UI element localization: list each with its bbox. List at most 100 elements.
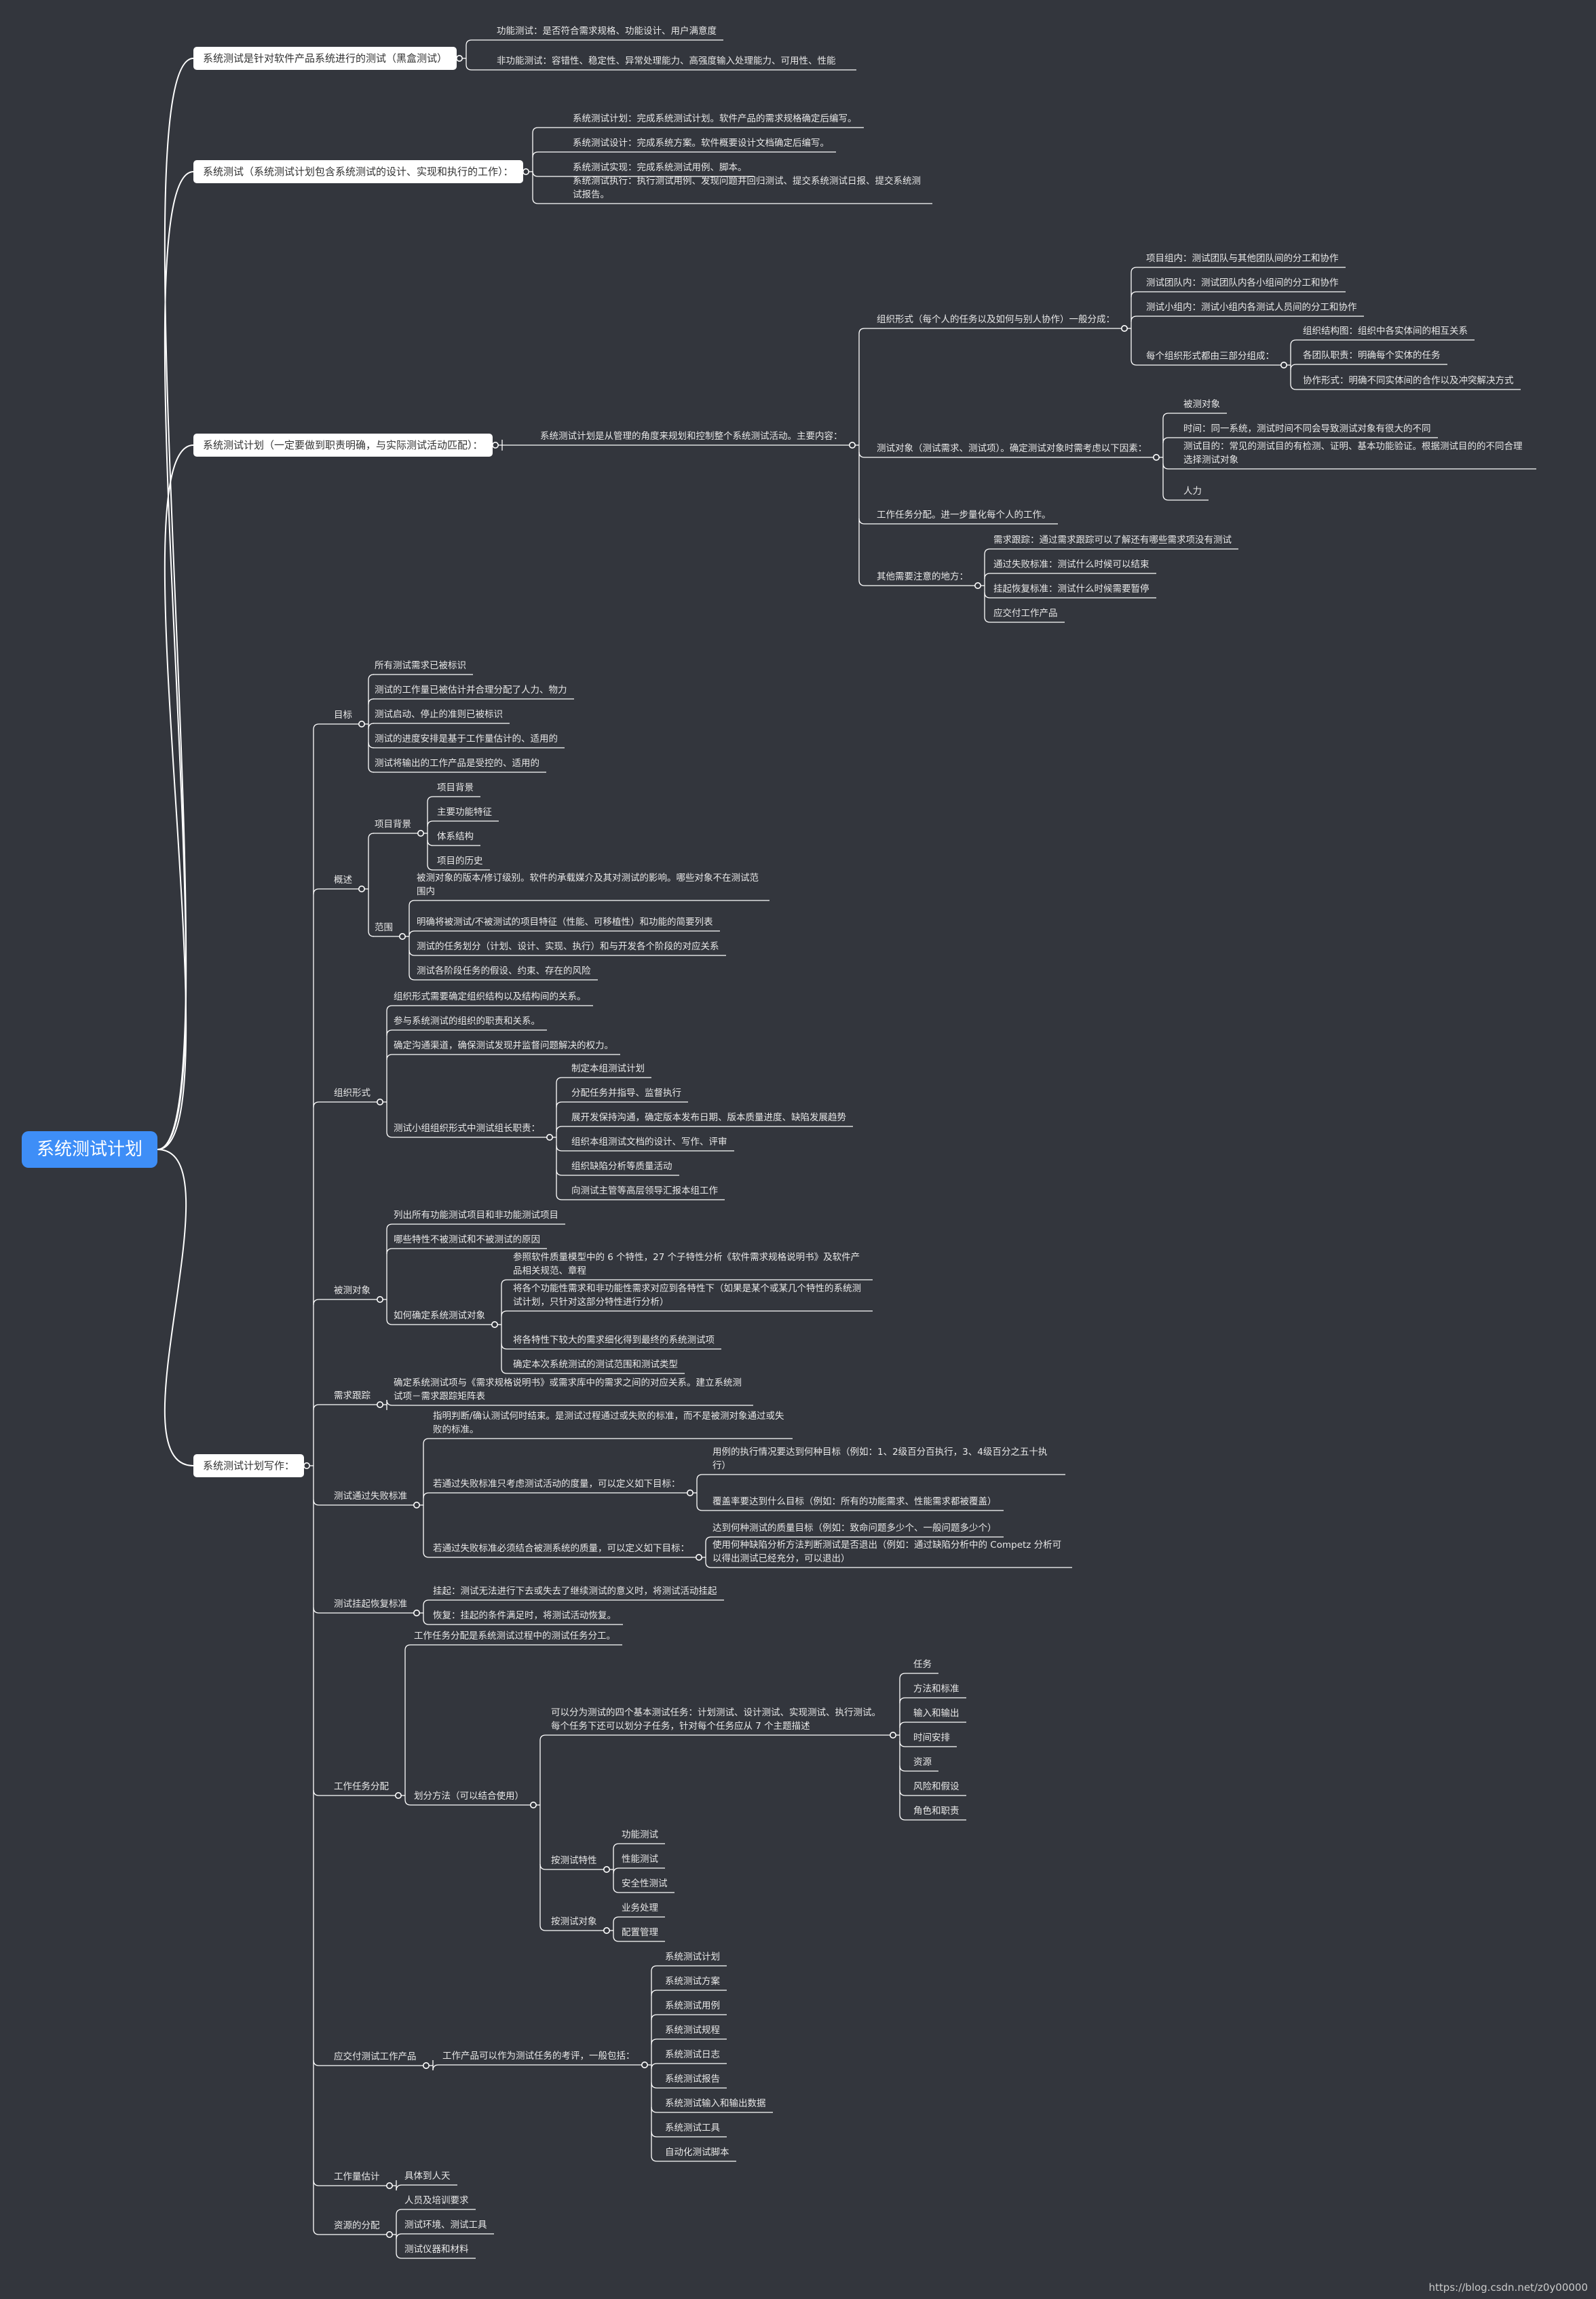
collapse-toggle[interactable] xyxy=(522,168,529,176)
collapse-toggle[interactable] xyxy=(603,1866,610,1874)
topic-node[interactable]: 其他需要注意的地方： xyxy=(877,571,968,582)
topic-node[interactable]: 工作产品可以作为测试任务的考评，一般包括： xyxy=(442,2051,635,2062)
collapse-toggle[interactable] xyxy=(1280,361,1288,368)
topic-node[interactable]: 各团队职责：明确每个实体的任务 xyxy=(1303,350,1441,361)
topic-node[interactable]: 测试团队内：测试团队内各小组间的分工和协作 xyxy=(1146,278,1339,288)
collapse-toggle[interactable] xyxy=(358,721,365,728)
topic-node[interactable]: 确定系统测试项与《需求规格说明书》或需求库中的需求之间的对应关系。建立系统测试项… xyxy=(394,1378,742,1402)
topic-node[interactable]: 测试小组内：测试小组内各测试人员间的分工和协作 xyxy=(1146,302,1357,313)
topic-node[interactable]: 列出所有功能测试项目和非功能测试项目 xyxy=(394,1210,558,1221)
topic-node[interactable]: 系统测试规程 xyxy=(665,2025,720,2036)
collapse-toggle[interactable] xyxy=(376,1401,383,1409)
topic-node[interactable]: 概述 xyxy=(334,875,352,886)
branch-node[interactable]: 系统测试（系统测试计划包含系统测试的设计、实现和执行的工作）： xyxy=(193,160,523,183)
collapse-toggle[interactable] xyxy=(376,1099,383,1106)
topic-node[interactable]: 被测对象 xyxy=(334,1285,370,1296)
topic-node[interactable]: 系统测试方案 xyxy=(665,1976,720,1987)
topic-node[interactable]: 角色和职责 xyxy=(913,1806,960,1817)
collapse-toggle[interactable] xyxy=(696,1554,703,1561)
collapse-toggle[interactable] xyxy=(398,933,406,940)
root-node[interactable]: 系统测试计划 xyxy=(22,1131,158,1168)
topic-node[interactable]: 通过失败标准：测试什么时候可以结束 xyxy=(993,559,1150,570)
topic-node[interactable]: 组织结构图：组织中各实体间的相互关系 xyxy=(1303,326,1468,337)
topic-node[interactable]: 可以分为测试的四个基本测试任务：计划测试、设计测试、实现测试、执行测试。每个任务… xyxy=(551,1707,881,1732)
topic-node[interactable]: 功能测试：是否符合需求规格、功能设计、用户满意度 xyxy=(497,26,717,37)
topic-node[interactable]: 向测试主管等高层领导汇报本组工作 xyxy=(571,1185,718,1196)
topic-node[interactable]: 范围 xyxy=(375,922,393,933)
topic-node[interactable]: 系统测试计划：完成系统测试计划。软件产品的需求规格确定后编写。 xyxy=(573,113,857,124)
topic-node[interactable]: 参与系统测试的组织的职责和关系。 xyxy=(394,1016,540,1027)
topic-node[interactable]: 工作量估计 xyxy=(334,2171,380,2182)
topic-node[interactable]: 性能测试 xyxy=(622,1854,658,1865)
collapse-toggle[interactable] xyxy=(1121,324,1128,332)
topic-node[interactable]: 项目组内：测试团队与其他团队间的分工和协作 xyxy=(1146,253,1339,264)
topic-node[interactable]: 安全性测试 xyxy=(622,1878,668,1889)
topic-node[interactable]: 风险和假设 xyxy=(913,1781,960,1792)
collapse-toggle[interactable] xyxy=(413,1610,420,1617)
collapse-toggle[interactable] xyxy=(529,1802,537,1809)
topic-node[interactable]: 测试仪器和材料 xyxy=(404,2244,469,2255)
topic-node[interactable]: 业务处理 xyxy=(622,1903,658,1914)
collapse-toggle[interactable] xyxy=(1153,453,1160,461)
topic-node[interactable]: 系统测试执行：执行测试用例、发现问题并回归测试、提交系统测试日报、提交系统测试报… xyxy=(573,176,921,200)
topic-node[interactable]: 项目背景 xyxy=(437,782,474,793)
topic-node[interactable]: 测试环境、测试工具 xyxy=(404,2220,487,2230)
topic-node[interactable]: 应交付工作产品 xyxy=(993,608,1058,619)
topic-node[interactable]: 用例的执行情况要达到何种目标（例如：1、2级百分百执行，3、4级百分之五十执行） xyxy=(712,1447,1048,1471)
topic-node[interactable]: 测试的进度安排是基于工作量估计的、适用的 xyxy=(375,734,558,744)
topic-node[interactable]: 恢复：挂起的条件满足时，将测试活动恢复。 xyxy=(433,1610,616,1621)
topic-node[interactable]: 系统测试工具 xyxy=(665,2123,720,2133)
branch-node[interactable]: 系统测试是针对软件产品系统进行的测试（黑盒测试） xyxy=(193,47,457,70)
topic-node[interactable]: 功能测试 xyxy=(622,1829,658,1840)
topic-node[interactable]: 系统测试实现：完成系统测试用例、脚本。 xyxy=(573,162,747,173)
topic-node[interactable]: 测试对象（测试需求、测试项）。确定测试对象时需考虑以下因素： xyxy=(877,443,1147,454)
topic-node[interactable]: 测试各阶段任务的假设、约束、存在的风险 xyxy=(417,966,591,976)
topic-node[interactable]: 测试的任务划分（计划、设计、实现、执行）和与开发各个阶段的对应关系 xyxy=(417,941,719,952)
topic-node[interactable]: 挂起：测试无法进行下去或失去了继续测试的意义时，将测试活动挂起 xyxy=(433,1586,717,1597)
topic-node[interactable]: 需求跟踪：通过需求跟踪可以了解还有哪些需求项没有测试 xyxy=(993,535,1232,546)
topic-node[interactable]: 资源 xyxy=(913,1757,932,1768)
topic-node[interactable]: 人员及培训要求 xyxy=(404,2195,469,2206)
topic-node[interactable]: 测试目的：常见的测试目的有检测、证明、基本功能验证。根据测试目的的不同合理选择测… xyxy=(1183,441,1523,466)
topic-node[interactable]: 测试的工作量已被估计并合理分配了人力、物力 xyxy=(375,685,567,696)
topic-node[interactable]: 组织缺陷分析等质量活动 xyxy=(571,1161,672,1172)
topic-node[interactable]: 明确将被测试/不被测试的项目特征（性能、可移植性）和功能的简要列表 xyxy=(417,917,713,928)
topic-node[interactable]: 体系结构 xyxy=(437,831,474,842)
topic-node[interactable]: 所有测试需求已被标识 xyxy=(375,660,466,671)
collapse-toggle[interactable] xyxy=(890,1732,897,1739)
topic-node[interactable]: 系统测试设计：完成系统方案。软件概要设计文档确定后编写。 xyxy=(573,138,829,149)
topic-node[interactable]: 配置管理 xyxy=(622,1927,658,1938)
collapse-toggle[interactable] xyxy=(358,886,365,893)
topic-node[interactable]: 每个组织形式都由三部分组成： xyxy=(1146,351,1274,362)
topic-node[interactable]: 系统测试输入和输出数据 xyxy=(665,2098,766,2109)
topic-node[interactable]: 目标 xyxy=(334,710,352,721)
topic-node[interactable]: 被测对象 xyxy=(1183,399,1220,410)
topic-node[interactable]: 若通过失败标准必须结合被测系统的质量，可以定义如下目标： xyxy=(433,1543,689,1554)
topic-node[interactable]: 工作任务分配 xyxy=(334,1781,389,1792)
topic-node[interactable]: 组织形式（每个人的任务以及如何与别人协作）一般分成： xyxy=(877,314,1115,325)
topic-node[interactable]: 时间：同一系统，测试时间不同会导致测试对象有很大的不同 xyxy=(1183,423,1431,434)
topic-node[interactable]: 任务 xyxy=(913,1659,932,1670)
topic-node[interactable]: 组织本组测试文档的设计、写作、评审 xyxy=(571,1137,727,1147)
topic-node[interactable]: 项目的历史 xyxy=(437,856,483,867)
collapse-toggle[interactable] xyxy=(385,2231,393,2239)
topic-node[interactable]: 若通过失败标准只考虑测试活动的度量，可以定义如下目标： xyxy=(433,1479,681,1489)
topic-node[interactable]: 哪些特性不被测试和不被测试的原因 xyxy=(394,1234,540,1245)
topic-node[interactable]: 达到何种测试的质量目标（例如：致命问题多少个、一般问题多少个） xyxy=(712,1523,997,1534)
topic-node[interactable]: 工作任务分配是系统测试过程中的测试任务分工。 xyxy=(414,1631,615,1641)
topic-node[interactable]: 组织形式 xyxy=(334,1088,370,1099)
topic-node[interactable]: 测试小组组织形式中测试组长职责： xyxy=(394,1123,540,1134)
collapse-toggle[interactable] xyxy=(546,1134,553,1141)
topic-node[interactable]: 系统测试日志 xyxy=(665,2049,720,2060)
topic-node[interactable]: 挂起恢复标准：测试什么时候需要暂停 xyxy=(993,584,1150,594)
collapse-toggle[interactable] xyxy=(422,2062,430,2070)
topic-node[interactable]: 非功能测试：容错性、稳定性、异常处理能力、高强度输入处理能力、可用性、性能 xyxy=(497,56,836,66)
collapse-toggle[interactable] xyxy=(385,2182,393,2190)
topic-node[interactable]: 方法和标准 xyxy=(913,1684,960,1694)
collapse-toggle[interactable] xyxy=(974,582,982,589)
topic-node[interactable]: 工作任务分配。进一步量化每个人的工作。 xyxy=(877,510,1051,520)
collapse-toggle[interactable] xyxy=(491,441,499,449)
topic-node[interactable]: 覆盖率要达到什么目标（例如：所有的功能需求、性能需求都被覆盖） xyxy=(712,1496,997,1507)
collapse-toggle[interactable] xyxy=(641,2062,648,2069)
collapse-toggle[interactable] xyxy=(849,441,856,449)
